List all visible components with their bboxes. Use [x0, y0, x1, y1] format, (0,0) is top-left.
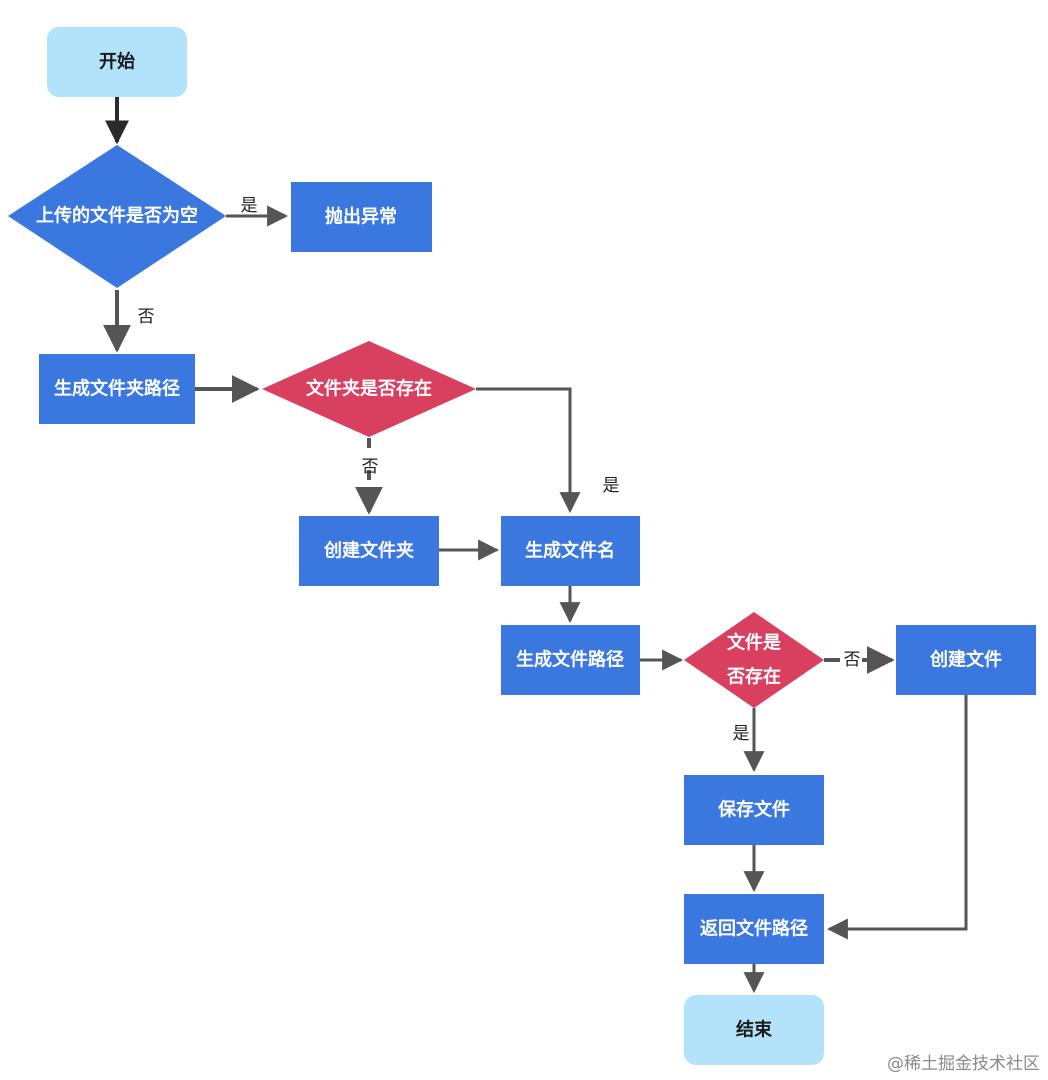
return-path-label: 返回文件路径	[700, 918, 808, 940]
empty-check-label: 上传的文件是否为空	[36, 205, 198, 227]
end-label: 结束	[736, 1019, 773, 1041]
edge-label-folder-yes: 是	[603, 476, 620, 496]
gen-file-path-label: 生成文件路径	[516, 649, 624, 671]
save-file-node: 保存文件	[684, 775, 824, 845]
end-node: 结束	[684, 995, 824, 1065]
nodes: 开始 上传的文件是否为空 抛出异常 生成文件夹路径 文件夹是否存在 创建文件夹	[8, 27, 1036, 1065]
edge-create-file-to-return	[826, 695, 968, 940]
edge-label-file-no: 否	[844, 650, 861, 670]
gen-file-name-label: 生成文件名	[525, 540, 615, 562]
folder-exists-decision: 文件夹是否存在	[262, 341, 476, 437]
start-node: 开始	[47, 27, 187, 97]
return-path-node: 返回文件路径	[684, 894, 824, 964]
folder-exists-label: 文件夹是否存在	[306, 378, 432, 400]
edge-label-empty-yes: 是	[241, 196, 258, 216]
start-label: 开始	[99, 51, 135, 73]
edge-label-empty-no: 否	[138, 307, 155, 327]
create-file-label: 创建文件	[929, 649, 1002, 671]
edge-folder-yes	[476, 387, 581, 514]
empty-check-decision: 上传的文件是否为空	[8, 145, 226, 288]
edges	[103, 97, 968, 994]
gen-folder-path-label: 生成文件夹路径	[54, 378, 180, 400]
gen-file-path-node: 生成文件路径	[501, 625, 640, 695]
file-exists-decision: 文件是 否存在	[684, 612, 824, 708]
file-exists-label-line1: 文件是	[727, 632, 781, 654]
gen-folder-path-node: 生成文件夹路径	[39, 354, 195, 424]
edge-labels: 是 否 否 是 否 是	[138, 196, 862, 744]
edge-label-file-yes: 是	[733, 724, 750, 744]
create-folder-label: 创建文件夹	[323, 540, 414, 562]
watermark: @稀土掘金技术社区	[887, 1054, 1040, 1074]
gen-file-name-node: 生成文件名	[501, 516, 640, 586]
create-folder-node: 创建文件夹	[299, 516, 439, 586]
create-file-node: 创建文件	[896, 625, 1036, 695]
edge-label-folder-no: 否	[362, 457, 379, 477]
throw-exception-label: 抛出异常	[325, 206, 397, 228]
throw-exception-node: 抛出异常	[291, 182, 432, 252]
file-exists-label-line2: 否存在	[726, 666, 781, 688]
save-file-label: 保存文件	[717, 799, 790, 821]
